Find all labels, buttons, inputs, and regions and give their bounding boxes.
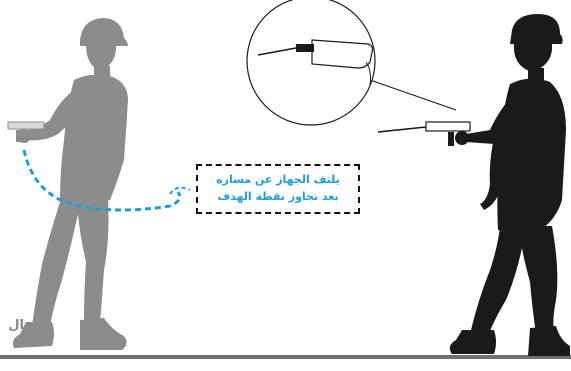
black-person-icon	[450, 14, 570, 356]
ground-line	[0, 355, 571, 359]
detector-device-icon	[378, 122, 470, 146]
callout-line-2: بعد تجاوز نقطة الهدف	[198, 188, 358, 205]
zoom-circle-icon	[247, 0, 375, 125]
partial-label: ال	[0, 318, 24, 333]
callout-box: يلتف الجهاز عن مساره بعد تجاوز نقطة الهد…	[196, 164, 360, 214]
callout-line-1: يلتف الجهاز عن مساره	[198, 171, 358, 188]
zoom-pointer-line	[370, 80, 456, 110]
gray-person-icon	[13, 18, 128, 350]
